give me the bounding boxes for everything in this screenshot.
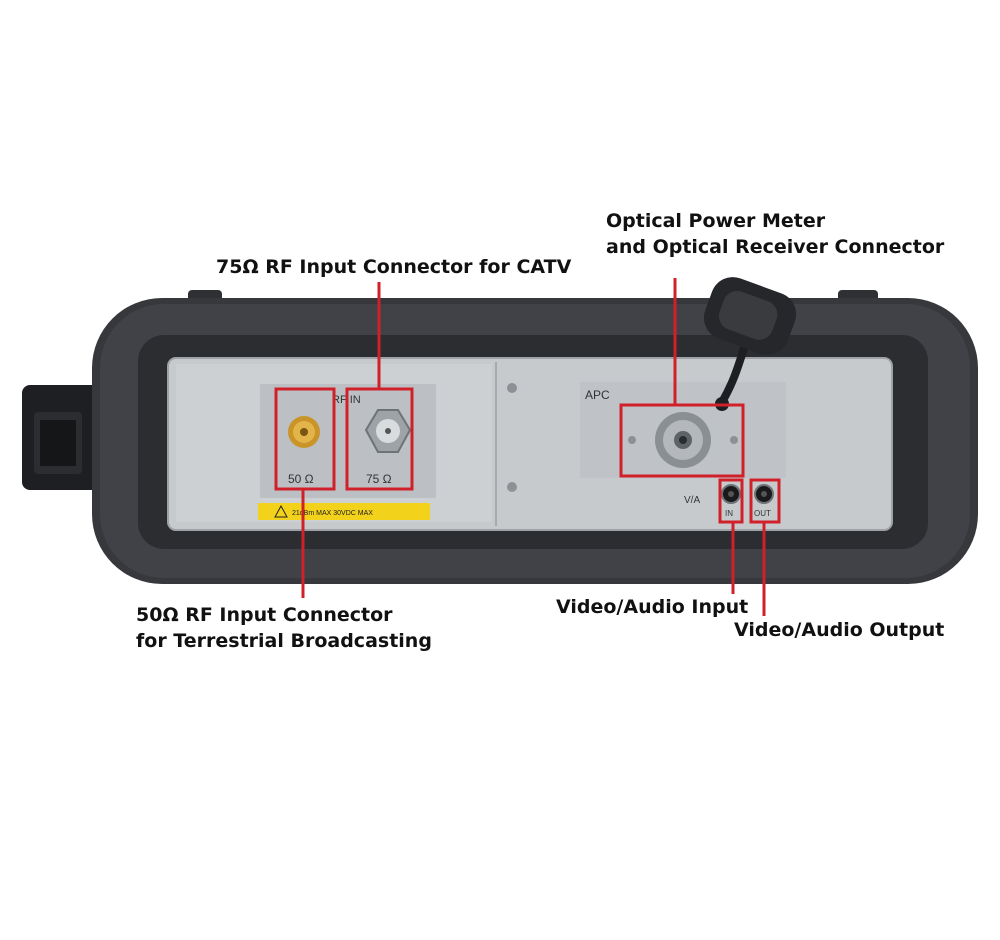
apc-label: APC [585, 388, 610, 402]
75-ohm-label: 75 Ω [366, 472, 392, 486]
callout-optical-line2: and Optical Receiver Connector [606, 236, 945, 258]
out-label: OUT [754, 509, 771, 518]
callout-va-input: Video/Audio Input [556, 596, 749, 618]
highlight-box-optical [619, 403, 745, 478]
screw-icon [628, 436, 636, 444]
warning-text: 21dBm MAX 30VDC MAX [292, 510, 373, 517]
rf-75ohm-connector [364, 409, 412, 453]
rf-50ohm-connector [288, 416, 320, 448]
screw-icon [730, 436, 738, 444]
warning-icon [274, 504, 288, 518]
optical-connector [655, 412, 711, 468]
screw-icon [507, 383, 517, 393]
callout-rf-75ohm: 75Ω RF Input Connector for CATV [216, 256, 572, 278]
callout-rf-50ohm-line2: for Terrestrial Broadcasting [136, 630, 432, 652]
warning-label [258, 503, 430, 520]
va-label: V/A [684, 495, 700, 506]
highlight-box-50ohm [274, 387, 336, 491]
callout-va-output: Video/Audio Output [734, 619, 945, 641]
callout-rf-50ohm-line1: 50Ω RF Input Connector [136, 604, 393, 626]
dust-cap [703, 277, 797, 411]
screw-icon [507, 482, 517, 492]
carry-strap [22, 385, 102, 490]
in-label: IN [725, 509, 733, 518]
highlight-box-va-in [718, 478, 744, 524]
callout-optical-line1: Optical Power Meter [606, 210, 826, 232]
50-ohm-label: 50 Ω [288, 472, 314, 486]
